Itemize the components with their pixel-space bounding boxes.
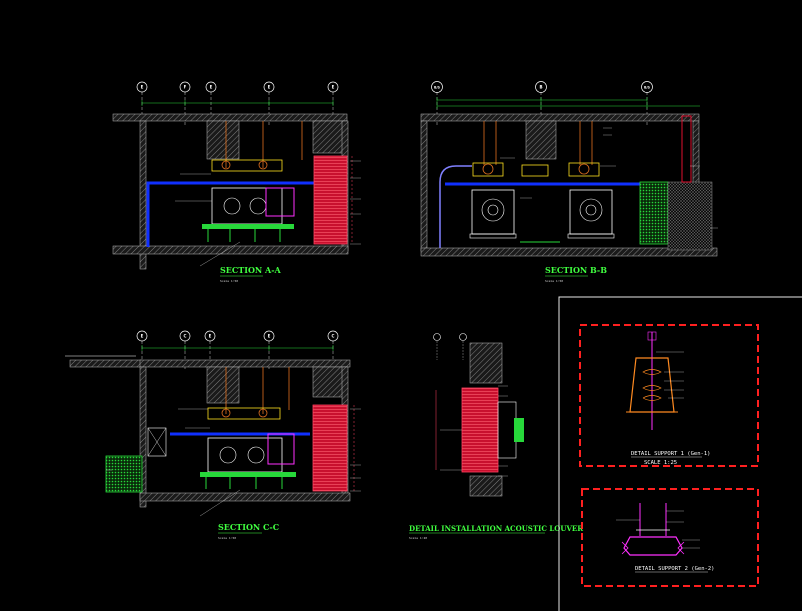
concrete-beam xyxy=(312,366,348,398)
floor-slab xyxy=(420,247,718,257)
silencer xyxy=(207,407,281,420)
grid-label: E xyxy=(268,85,271,90)
acoustic-louver xyxy=(312,404,348,492)
grid-label: B/S xyxy=(644,86,651,90)
silencer xyxy=(211,159,283,172)
acoustic-louver xyxy=(313,155,348,245)
wall xyxy=(139,120,147,270)
concrete-beam xyxy=(206,120,240,160)
grid-label: B xyxy=(539,85,542,90)
section-c-c: E C E E C xyxy=(65,330,361,540)
grid-bubbles-c: E C E E C xyxy=(136,330,339,370)
silencer xyxy=(568,162,600,177)
generator-b2 xyxy=(567,189,615,239)
wall xyxy=(420,120,428,252)
silencer xyxy=(472,162,504,177)
grid-label: E xyxy=(141,85,144,90)
concrete-beam xyxy=(206,366,240,404)
generator-a xyxy=(202,187,295,242)
grid-label: E xyxy=(332,85,335,90)
roof-slab xyxy=(420,113,700,122)
section-scale: Scale 1:50 xyxy=(545,279,563,283)
floor-slab xyxy=(112,245,349,255)
wall xyxy=(139,366,147,508)
grid-label: E xyxy=(209,334,212,339)
section-scale: Scale 1:20 xyxy=(409,536,427,540)
generator-c xyxy=(200,433,296,489)
floor-slab xyxy=(139,492,351,502)
mesh-panel xyxy=(667,181,713,251)
detail-scale: SCALE 1:25 xyxy=(644,460,677,466)
grid-label: E xyxy=(268,334,271,339)
detail-panel: DETAIL SUPPORT 1 (Gen-1) SCALE 1:25 DETA… xyxy=(558,296,802,611)
grid-label: E xyxy=(210,85,213,90)
acoustic-louver xyxy=(461,387,499,473)
section-b-b: B/S B B/S xyxy=(420,81,718,283)
section-a-a: E F E E E xyxy=(112,81,361,283)
roof-slab xyxy=(139,359,351,368)
section-scale: Scale 1:50 xyxy=(220,279,238,283)
grid-label: C xyxy=(332,334,335,339)
generator-b1 xyxy=(469,189,517,239)
detail-support-1: DETAIL SUPPORT 1 (Gen-1) SCALE 1:25 xyxy=(579,324,759,467)
beam xyxy=(469,342,503,384)
section-title: SECTION A-A xyxy=(220,265,282,275)
roof-slab xyxy=(112,113,348,122)
grid-label: B/S xyxy=(434,86,441,90)
detail-support-2: DETAIL SUPPORT 2 (Gen-2) xyxy=(581,488,759,587)
section-title: SECTION B-B xyxy=(545,265,607,275)
grid-label: E xyxy=(141,334,144,339)
section-scale: Scale 1:50 xyxy=(218,536,236,540)
detail-title: DETAIL SUPPORT 2 (Gen-2) xyxy=(635,566,714,572)
section-title: DETAIL INSTALLATION ACOUSTIC LOUVER xyxy=(409,524,583,533)
section-title: SECTION C-C xyxy=(218,522,279,532)
floor xyxy=(469,475,503,497)
concrete-beam xyxy=(525,120,557,160)
detail-title: DETAIL SUPPORT 1 (Gen-1) xyxy=(631,451,710,457)
grid-bubbles-a: E F E E E xyxy=(136,81,339,125)
grid-label: C xyxy=(184,334,187,339)
grid-label: F xyxy=(184,85,187,90)
exhaust-screen xyxy=(639,181,669,245)
radiator-screen xyxy=(105,455,143,493)
detail-louver: DETAIL INSTALLATION ACOUSTIC LOUVER Scal… xyxy=(409,333,583,540)
